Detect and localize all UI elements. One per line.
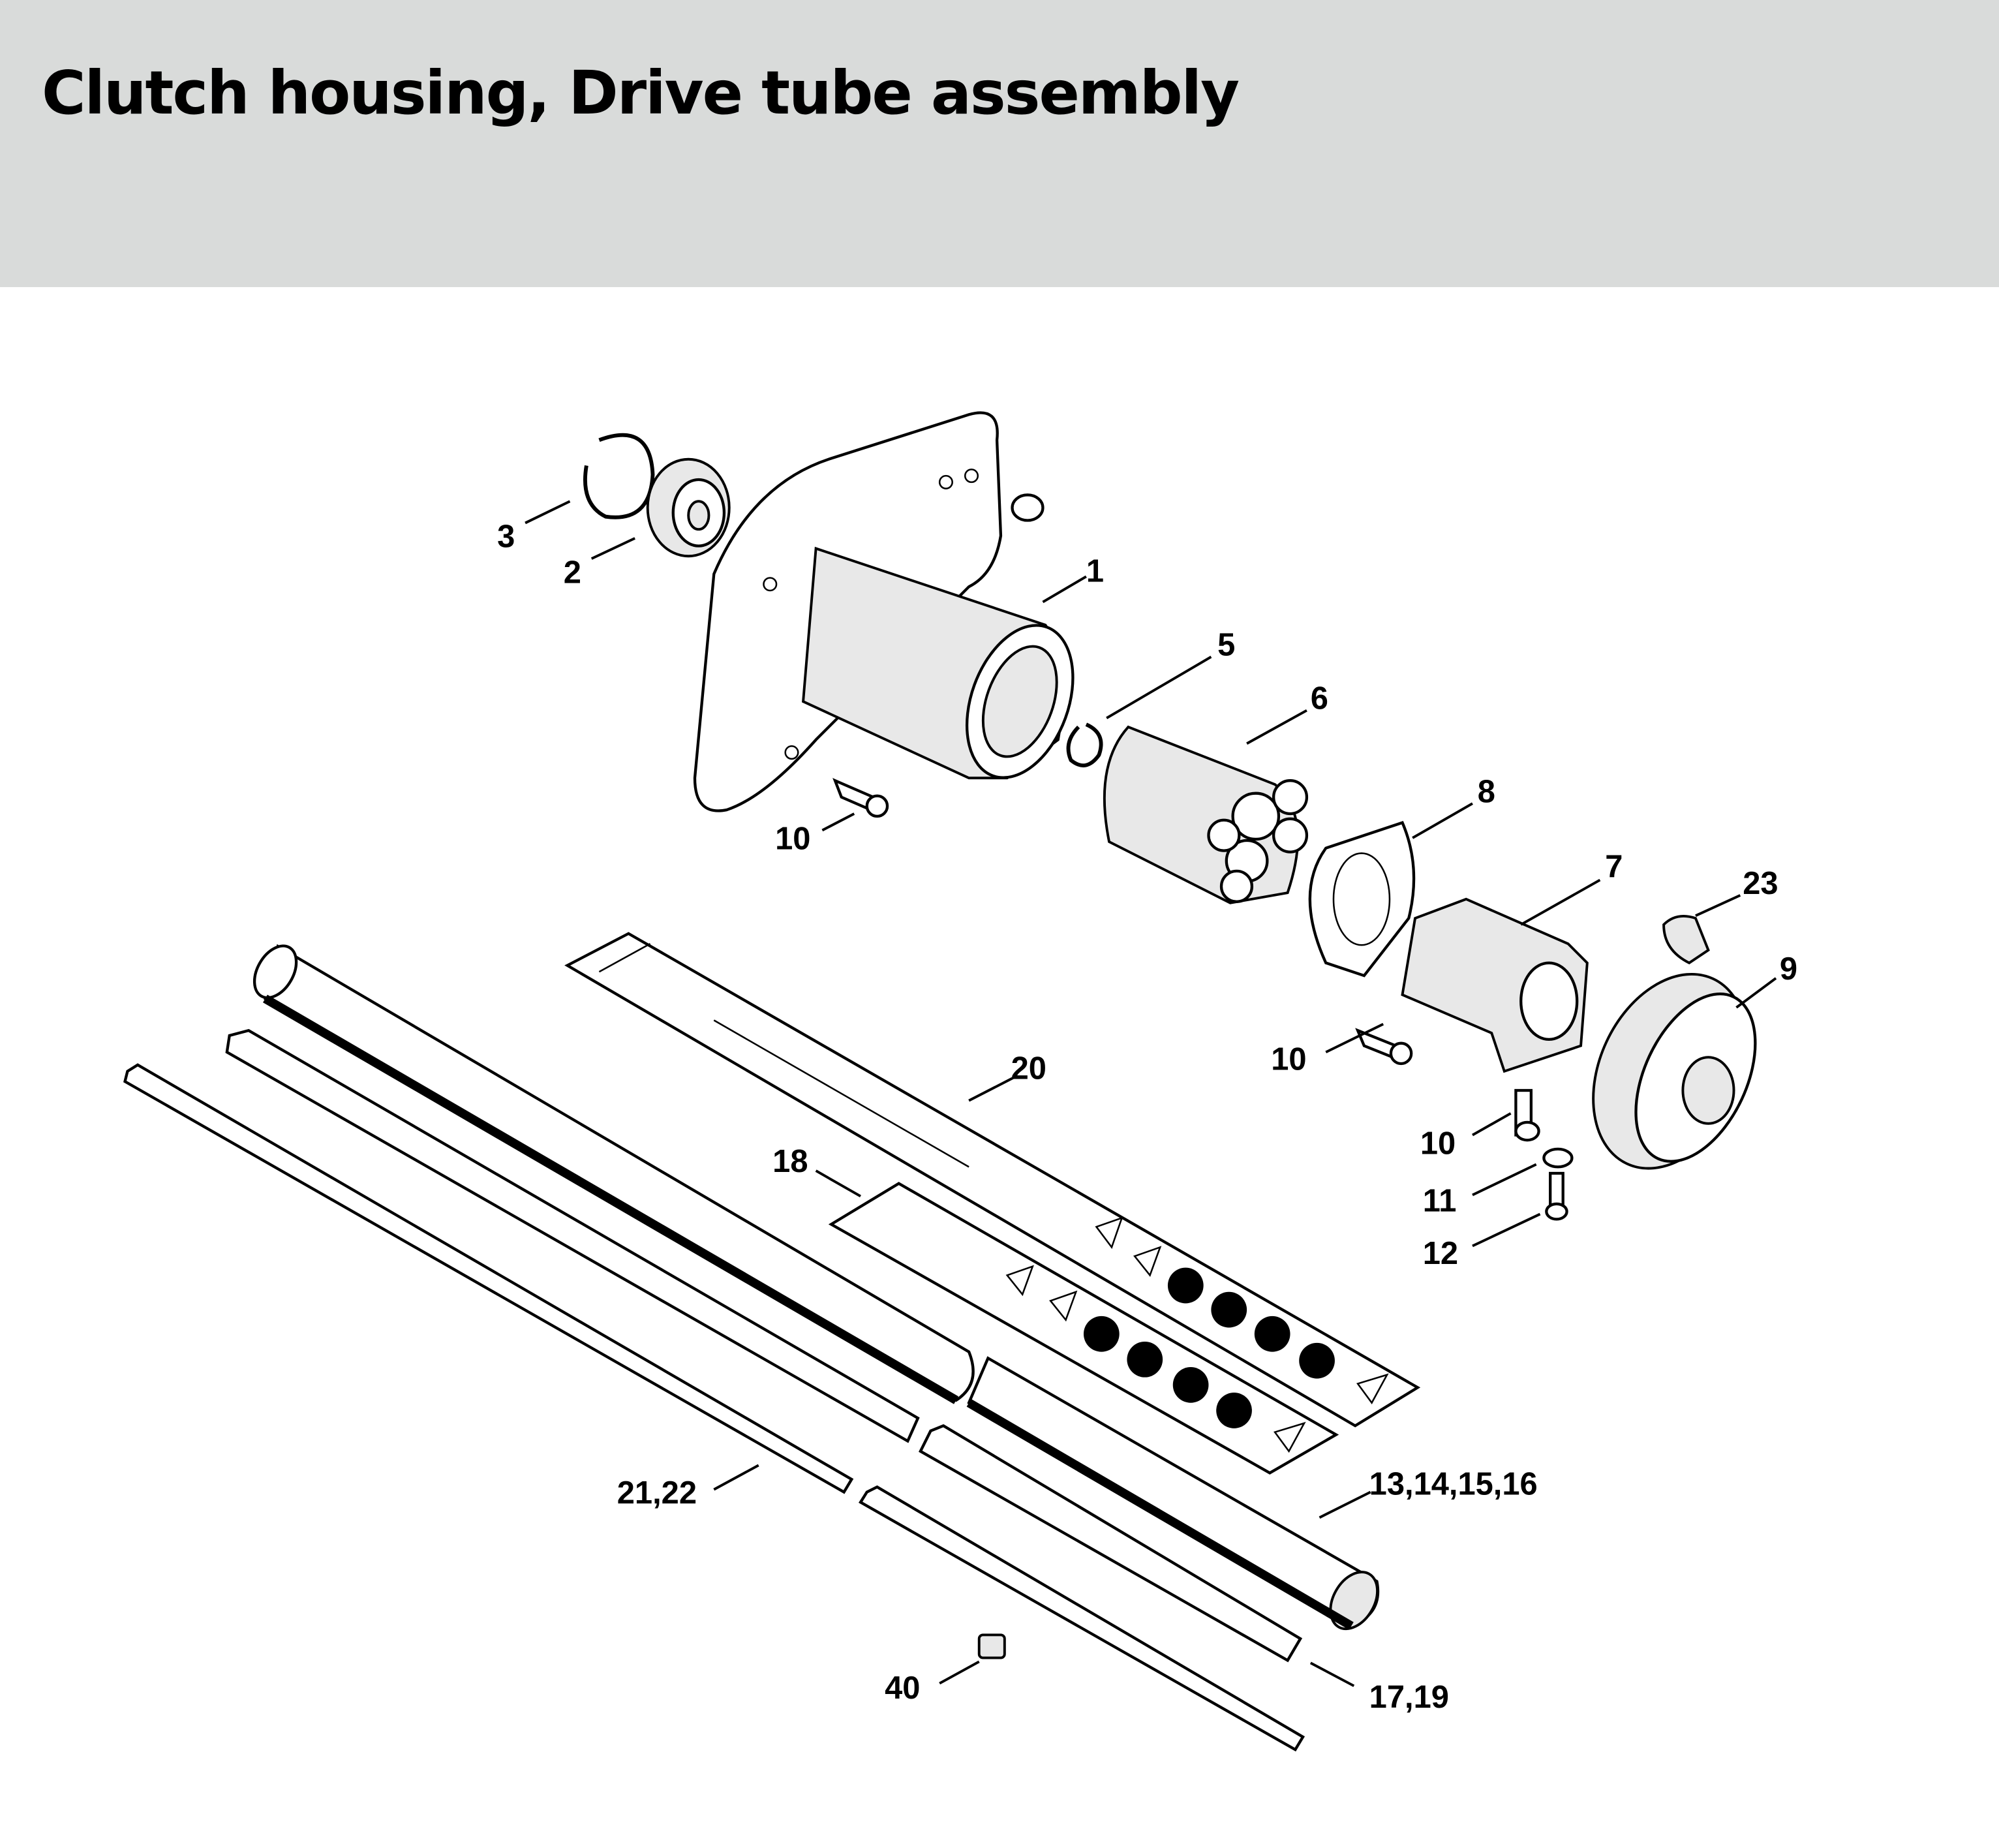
callout-18[interactable]: 18 (772, 1144, 808, 1179)
clamp-part[interactable] (1401, 897, 1589, 1073)
rubber-element-part[interactable] (1103, 725, 1309, 904)
warning-symbol-icons (1095, 1216, 1389, 1405)
callout-5[interactable]: 5 (1217, 628, 1235, 663)
circlip-part[interactable] (583, 433, 655, 519)
callout-21-22[interactable]: 21,22 (617, 1475, 697, 1511)
callout-2[interactable]: 2 (564, 555, 581, 590)
callout-17-19[interactable]: 17,19 (1369, 1680, 1449, 1715)
drive-tube-part[interactable] (246, 938, 1387, 1637)
callout-9[interactable]: 9 (1780, 951, 1797, 987)
callout-7[interactable]: 7 (1605, 850, 1623, 885)
clutch-housing-part[interactable] (693, 411, 1093, 812)
screw-parts[interactable] (832, 778, 1574, 1659)
callout-10-b[interactable]: 10 (1271, 1042, 1306, 1077)
clip-part[interactable] (1662, 915, 1710, 964)
gasket-part[interactable] (1308, 820, 1416, 978)
callout-1[interactable]: 1 (1086, 553, 1104, 589)
callout-23[interactable]: 23 (1743, 866, 1778, 901)
header-band: Clutch housing, Drive tube assembly (0, 0, 1999, 287)
liner-part[interactable] (225, 1028, 1303, 1663)
decal-20 (564, 932, 1421, 1428)
callout-10-c[interactable]: 10 (1420, 1126, 1456, 1162)
callout-8[interactable]: 8 (1478, 774, 1495, 809)
callout-20[interactable]: 20 (1011, 1051, 1046, 1086)
page-title: Clutch housing, Drive tube assembly (42, 58, 1240, 128)
cover-part[interactable] (1563, 949, 1779, 1194)
callout-40[interactable]: 40 (885, 1671, 920, 1706)
decal-18 (828, 1182, 1339, 1475)
callout-11[interactable]: 11 (1423, 1184, 1457, 1219)
retaining-ring-part[interactable] (1066, 722, 1103, 767)
callout-10-a[interactable]: 10 (775, 822, 810, 857)
callout-13-14-15-16[interactable]: 13,14,15,16 (1369, 1466, 1538, 1502)
callout-6[interactable]: 6 (1311, 681, 1328, 716)
callout-12[interactable]: 12 (1423, 1236, 1458, 1271)
warning-symbol-icons (1005, 1265, 1306, 1453)
callout-3[interactable]: 3 (497, 519, 515, 555)
drive-shaft-part[interactable] (123, 1063, 1305, 1752)
leader-lines (525, 500, 1777, 1687)
ball-bearing-part[interactable] (646, 457, 731, 558)
